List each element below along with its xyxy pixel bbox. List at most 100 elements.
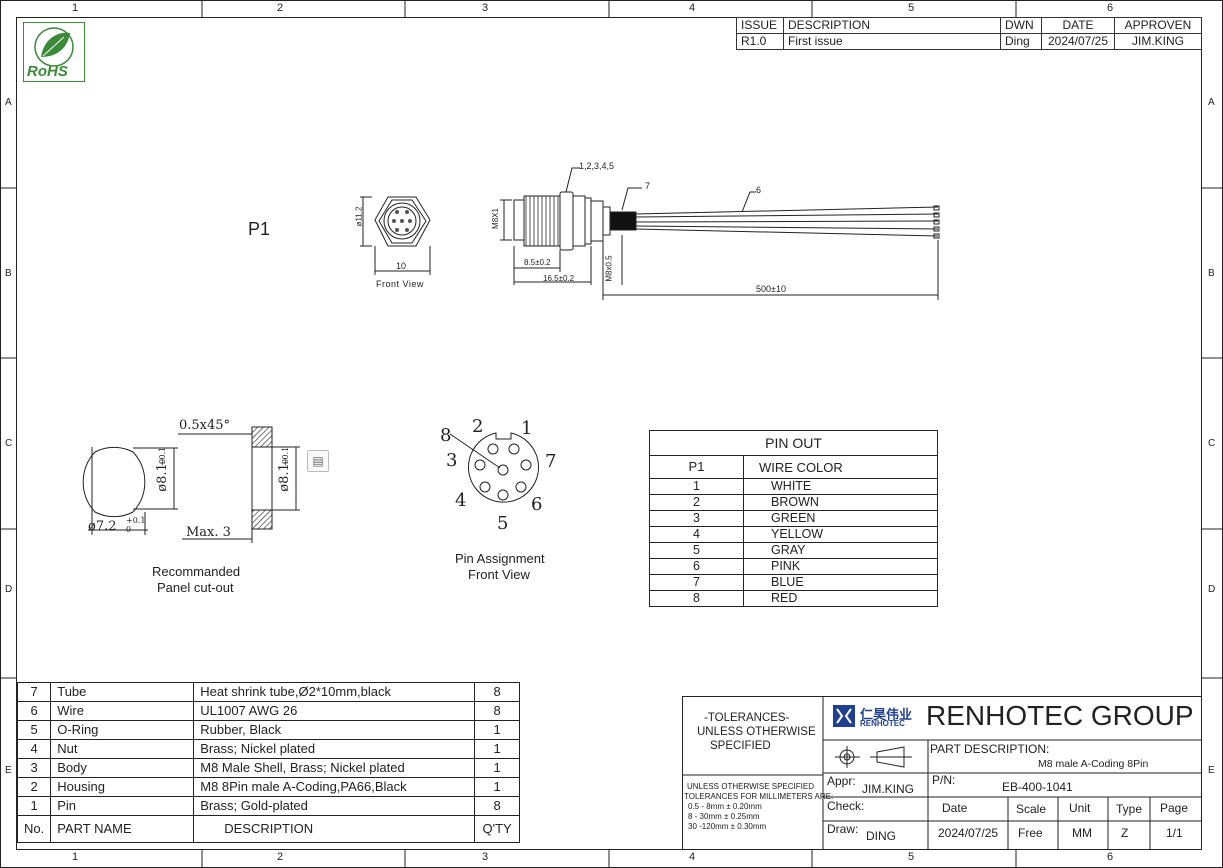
bom-desc: Rubber, Black [193,720,476,740]
pn-label: P/N: [932,773,956,787]
rev-issue: R1.0 [736,33,784,50]
bom-header-desc: DESCRIPTION [193,815,476,843]
row-label-a: A [5,97,12,108]
tb-value-scale: Free [1018,826,1043,840]
row-label-e: E [5,765,12,776]
dim-front-width: 10 [396,261,407,271]
col-label-4: 4 [689,2,696,14]
pin-number: 3 [649,510,744,527]
part-desc-value: M8 male A-Coding 8Pin [1038,758,1149,770]
cutout-dia-b: ø7.2 [88,519,117,534]
pin-number: 6 [649,558,744,575]
bom-part: O-Ring [50,720,195,740]
pin-caption-2: Front View [468,567,530,582]
tol-line-4: 8 - 30mm ± 0.25mm [688,812,760,821]
row-label-c-right: C [1208,438,1216,449]
rev-dwn: Ding [1000,33,1042,50]
wire-color: YELLOW [743,526,938,543]
bom-qty: 8 [474,796,520,816]
callout-parts: 1,2,3,4,5 [579,161,615,171]
bom-header-qty: Q'TY [474,815,520,843]
bom-no: 3 [16,758,52,778]
col-label-6: 6 [1107,2,1114,14]
dim-front-dia: ø11.2 [354,206,364,227]
cutout-tol-c-bot: 0 [281,458,291,465]
bom-header-part: PART NAME [50,815,195,843]
pin-num-8: 8 [440,425,452,446]
bom-desc: M8 8Pin male A-Coding,PA66,Black [193,777,476,797]
pin-number: 5 [649,542,744,559]
bom-no: 6 [16,701,52,721]
tol-line-5: 30 -120mm ± 0.30mm [688,822,767,831]
bom-qty: 1 [474,720,520,740]
col-label-3: 3 [482,2,489,14]
rev-header-issue: ISSUE [736,17,784,34]
tb-value-date: 2024/07/25 [938,826,999,840]
bom-desc: Brass; Nickel plated [193,739,476,759]
cutout-caption-2: Panel cut-out [157,580,234,595]
bom-qty: 1 [474,777,520,797]
bom-no: 4 [16,739,52,759]
bom-part: Nut [50,739,195,759]
dim-cable-length: 500±10 [756,284,786,294]
tol-title-2: UNLESS OTHERWISE [697,726,816,738]
bom-part: Housing [50,777,195,797]
dim-len2: 16.5±0.2 [543,274,575,283]
cutout-dia-a: ø8.1 [154,463,170,492]
pin-num-3: 3 [446,450,458,471]
brand-en: RENHOTEC [860,719,905,728]
company-name: RENHOTEC GROUP [926,700,1194,731]
pin-num-7: 7 [545,451,557,472]
bom-no: 2 [16,777,52,797]
part-label: P1 [248,219,271,239]
bom-desc: Heat shrink tube,Ø2*10mm,black [193,682,476,702]
bom-part: Wire [50,701,195,721]
col-label-4-bottom: 4 [689,851,696,863]
bom-qty: 8 [474,682,520,702]
pn-value: EB-400-1041 [1002,780,1073,794]
col-label-5: 5 [908,2,915,14]
bom-no: 1 [16,796,52,816]
tb-header-unit: Unit [1069,801,1091,815]
tol-line-2: TOLERANCES FOR MILLIMETERS ARE: [684,792,834,801]
appr-value: JIM.KING [862,782,915,796]
wire-color: RED [743,590,938,607]
cutout-tol-b-bot: 0 [126,525,132,534]
pin-num-1: 1 [521,418,533,439]
bom-part: Body [50,758,195,778]
wire-color: BROWN [743,494,938,511]
dim-len1: 8.5±0.2 [524,258,551,267]
bom-qty: 1 [474,739,520,759]
scan-icon[interactable]: ▤ [307,450,329,472]
wire-color: GRAY [743,542,938,559]
pinout-col1: P1 [649,455,744,479]
pin-number: 7 [649,574,744,591]
pin-number: 4 [649,526,744,543]
col-label-3-bottom: 3 [482,851,489,863]
rev-date: 2024/07/25 [1041,33,1115,50]
cutout-tol-b-top: +0.1 [126,516,146,525]
tb-header-page: Page [1160,801,1189,815]
tol-line-3: 0.5 - 8mm ± 0.20mm [688,802,762,811]
tol-title-1: -TOLERANCES- [704,712,790,724]
rohs-text: RoHS [27,63,68,80]
cutout-max: Max. 3 [186,525,231,540]
leaf-icon [34,27,74,67]
wire-color: GREEN [743,510,938,527]
bom-no: 5 [16,720,52,740]
tb-header-scale: Scale [1016,802,1047,816]
wire-color: WHITE [743,478,938,495]
row-label-c: C [5,438,13,449]
